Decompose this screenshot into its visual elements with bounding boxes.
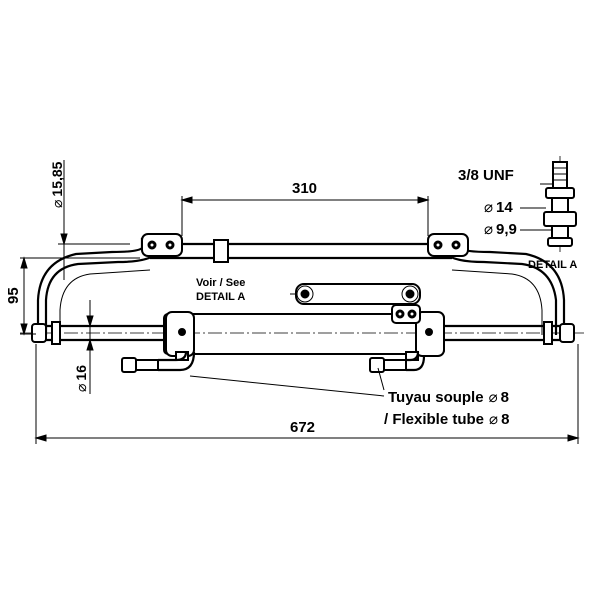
diameter-symbol: ⌀ bbox=[73, 384, 89, 392]
tube-en-dia: 8 bbox=[501, 411, 509, 428]
dimension-310: 310 bbox=[180, 180, 430, 236]
see-detail-callout: Voir / See DETAIL A bbox=[196, 277, 245, 303]
see-detail-line2: DETAIL A bbox=[196, 291, 245, 303]
detail-dia-inner-label: ⌀9,9 bbox=[484, 221, 517, 238]
dim-15-85-label: ⌀ 15,85 bbox=[49, 161, 65, 208]
dim-15-85-value: 15,85 bbox=[49, 161, 65, 196]
diameter-symbol: ⌀ bbox=[489, 389, 498, 406]
upper-link bbox=[290, 283, 421, 305]
tube-leader-lines bbox=[189, 367, 385, 397]
tube-label-en: / Flexible tube ⌀8 bbox=[384, 411, 509, 428]
right-hose-fitting bbox=[369, 351, 426, 373]
top-tie-bar bbox=[141, 233, 469, 263]
tube-label-fr: Tuyau souple ⌀8 bbox=[388, 389, 509, 406]
dimension-672: 672 bbox=[34, 344, 580, 444]
dimension-95: 95 bbox=[5, 256, 140, 336]
see-detail-line1: Voir / See bbox=[196, 277, 245, 289]
detail-a-title: DETAIL A bbox=[528, 259, 577, 271]
tube-fr-dia: 8 bbox=[501, 389, 509, 406]
tube-en-text: / Flexible tube bbox=[384, 411, 484, 428]
left-hose-fitting bbox=[121, 351, 196, 373]
dim-310-label: 310 bbox=[292, 180, 317, 197]
dimension-15-85: ⌀ 15,85 bbox=[49, 160, 130, 280]
detail-dia-outer-value: 14 bbox=[496, 199, 513, 216]
dim-672-label: 672 bbox=[290, 419, 315, 436]
dim-95-label: 95 bbox=[5, 287, 22, 304]
detail-a-fitting bbox=[520, 156, 577, 252]
dimension-16: ⌀ 16 bbox=[73, 300, 94, 394]
diameter-symbol: ⌀ bbox=[489, 411, 498, 428]
detail-thread-label: 3/8 UNF bbox=[458, 167, 514, 184]
diameter-symbol: ⌀ bbox=[484, 221, 493, 238]
detail-dia-outer-label: ⌀14 bbox=[484, 199, 513, 216]
flexible-tube-callout: Tuyau souple ⌀8 / Flexible tube ⌀8 bbox=[384, 389, 509, 428]
dim-16-label: ⌀ 16 bbox=[73, 365, 89, 392]
detail-dia-inner-value: 9,9 bbox=[496, 221, 517, 238]
detail-a-labels: 3/8 UNF ⌀14 ⌀9,9 DETAIL A bbox=[458, 167, 577, 271]
tube-fr-text: Tuyau souple bbox=[388, 389, 484, 406]
diameter-symbol: ⌀ bbox=[49, 200, 65, 208]
diameter-symbol: ⌀ bbox=[484, 199, 493, 216]
cylinder-body bbox=[163, 304, 445, 361]
dim-16-value: 16 bbox=[73, 365, 89, 381]
